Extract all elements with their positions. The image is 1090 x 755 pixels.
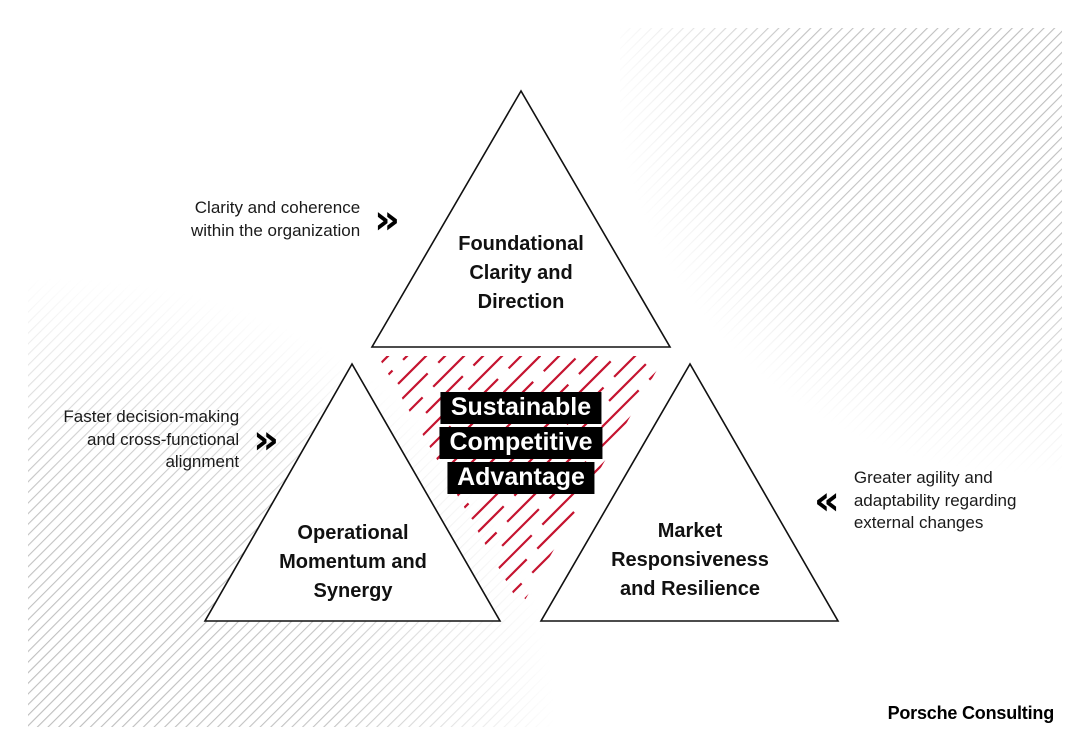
annotation-line: external changes (853, 513, 984, 532)
triangle-left-label-line: Operational (297, 522, 409, 544)
center-label-line: Sustainable (440, 392, 602, 424)
annotation-line: Greater agility and (853, 468, 993, 487)
annotation-line: within the organization (190, 220, 361, 240)
porsche-consulting-logo: Porsche Consulting (887, 703, 1055, 723)
double-chevron-right-icon: » (253, 416, 279, 463)
triangle-top-label-line: Foundational (458, 233, 584, 255)
annotation-right-text: Greater agility and adaptability regardi… (854, 467, 1017, 535)
triangle-right-label: Market Responsiveness and Resilience (611, 517, 769, 604)
double-chevron-right-icon: » (374, 196, 400, 243)
triangle-right-label-line: Responsiveness (611, 549, 769, 571)
annotation-line: adaptability regarding (853, 490, 1017, 510)
annotation-top-left: Clarity and coherence within the organiz… (191, 197, 400, 242)
double-chevron-left-icon: « (814, 477, 840, 524)
annotation-line: alignment (165, 452, 240, 471)
center-label: Sustainable Competitive Advantage (439, 392, 603, 494)
triangle-right-label-line: Market (657, 520, 723, 542)
annotation-line: Faster decision-making (63, 407, 240, 426)
triangle-right (539, 362, 840, 622)
triangle-right-label-line: and Resilience (619, 578, 761, 600)
annotation-line: Clarity and coherence (194, 198, 361, 217)
triangle-left (203, 362, 502, 622)
annotation-right: « Greater agility and adaptability regar… (814, 467, 1016, 535)
triangle-left-label-line: Momentum and (279, 551, 427, 573)
triangle-top-label-line: Clarity and (469, 262, 573, 284)
triangle-top-label-line: Direction (477, 291, 565, 313)
annotation-mid-left-text: Faster decision-making and cross-functio… (63, 406, 239, 474)
triangle-left-label-line: Synergy (313, 580, 393, 602)
center-label-line: Competitive (439, 427, 603, 459)
annotation-line: and cross-functional (87, 429, 240, 449)
annotation-mid-left: Faster decision-making and cross-functio… (63, 406, 279, 474)
center-label-line: Advantage (447, 462, 595, 494)
triangle-left-label: Operational Momentum and Synergy (279, 519, 427, 606)
triangle-top (370, 89, 672, 348)
annotation-top-left-text: Clarity and coherence within the organiz… (191, 197, 360, 242)
triangle-top-label: Foundational Clarity and Direction (458, 230, 584, 317)
